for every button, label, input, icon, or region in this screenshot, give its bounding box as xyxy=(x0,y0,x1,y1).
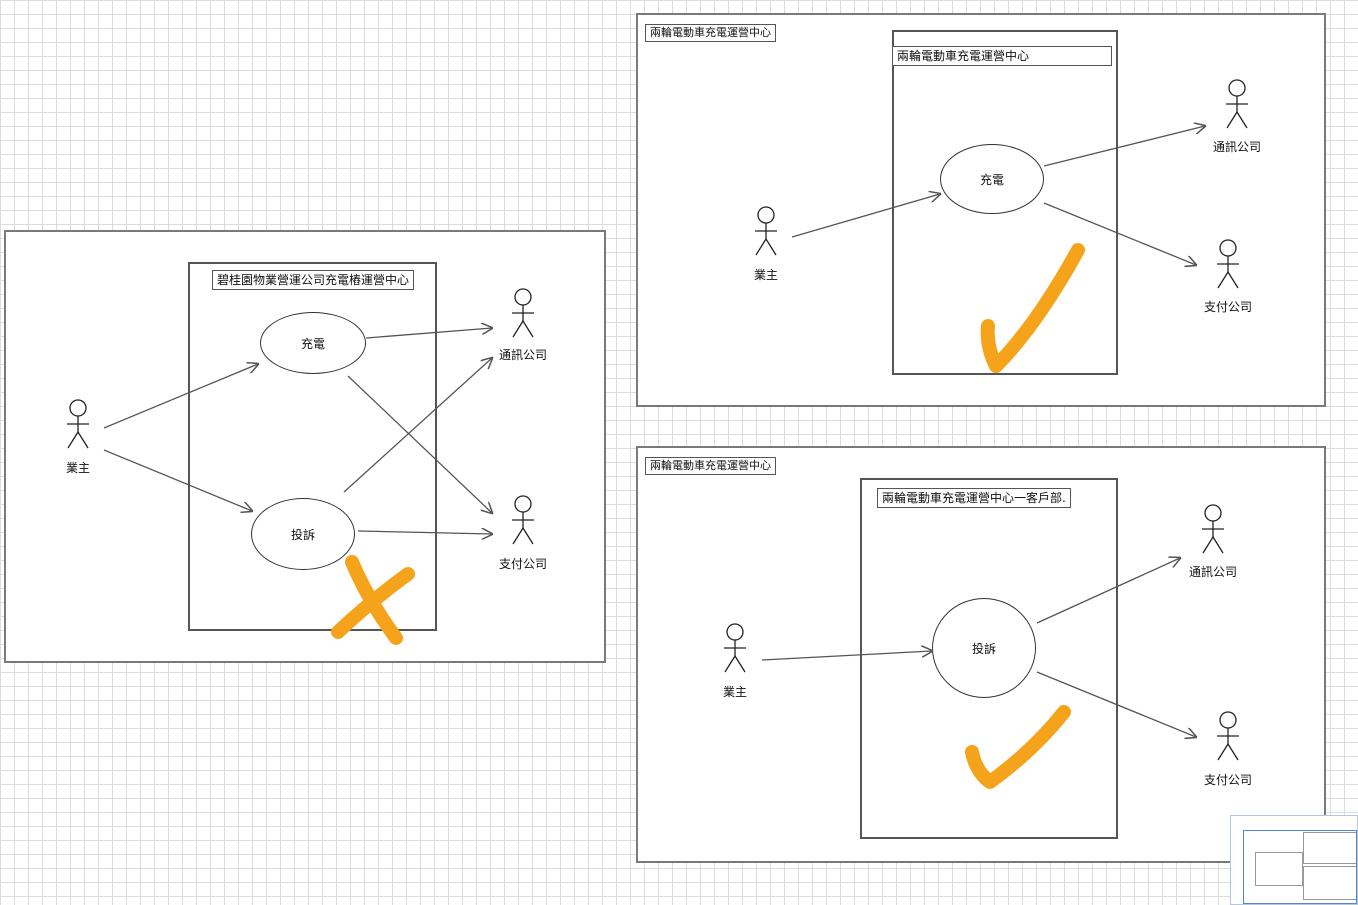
usecase-label: 投訴 xyxy=(290,527,315,542)
actor-label-telecom-left: 通訊公司 xyxy=(498,348,548,362)
frame-title-top-right: 兩輪電動車充電運營中心 xyxy=(645,24,776,42)
usecase-label: 充電 xyxy=(300,336,325,351)
usecase-charge-top-right[interactable]: 充電 xyxy=(940,144,1044,214)
usecase-complaint-left[interactable]: 投訴 xyxy=(251,498,355,570)
minimap-diagram-left xyxy=(1255,852,1303,886)
actor-label-telecom-top-right: 通訊公司 xyxy=(1212,140,1262,154)
usecase-label: 充電 xyxy=(979,172,1004,187)
usecase-complaint-bottom-right[interactable]: 投訴 xyxy=(932,598,1036,698)
boundary-title-left: 碧桂園物業營運公司充電樁運營中心 xyxy=(212,270,415,290)
actor-label-payment-left: 支付公司 xyxy=(498,557,548,571)
actor-label-payment-bottom-right: 支付公司 xyxy=(1203,773,1253,787)
minimap-diagram-bottom-right xyxy=(1303,866,1357,900)
actor-label-owner-bottom-right: 業主 xyxy=(722,685,748,699)
minimap-viewport[interactable] xyxy=(1243,830,1357,904)
usecase-charge-left[interactable]: 充電 xyxy=(260,312,366,374)
minimap[interactable] xyxy=(1230,815,1358,905)
actor-label-telecom-bottom-right: 通訊公司 xyxy=(1188,565,1238,579)
actor-label-payment-top-right: 支付公司 xyxy=(1203,300,1253,314)
boundary-title-top-right: 兩輪電動車充電運營中心 xyxy=(892,46,1112,66)
actor-label-owner-left: 業主 xyxy=(65,461,91,475)
frame-title-bottom-right: 兩輪電動車充電運營中心 xyxy=(645,457,776,475)
usecase-label: 投訴 xyxy=(971,641,996,656)
actor-label-owner-top-right: 業主 xyxy=(753,268,779,282)
boundary-title-bottom-right: 兩輪電動車充電運營中心一客戶部. xyxy=(877,488,1071,508)
minimap-diagram-top-right xyxy=(1303,832,1357,864)
